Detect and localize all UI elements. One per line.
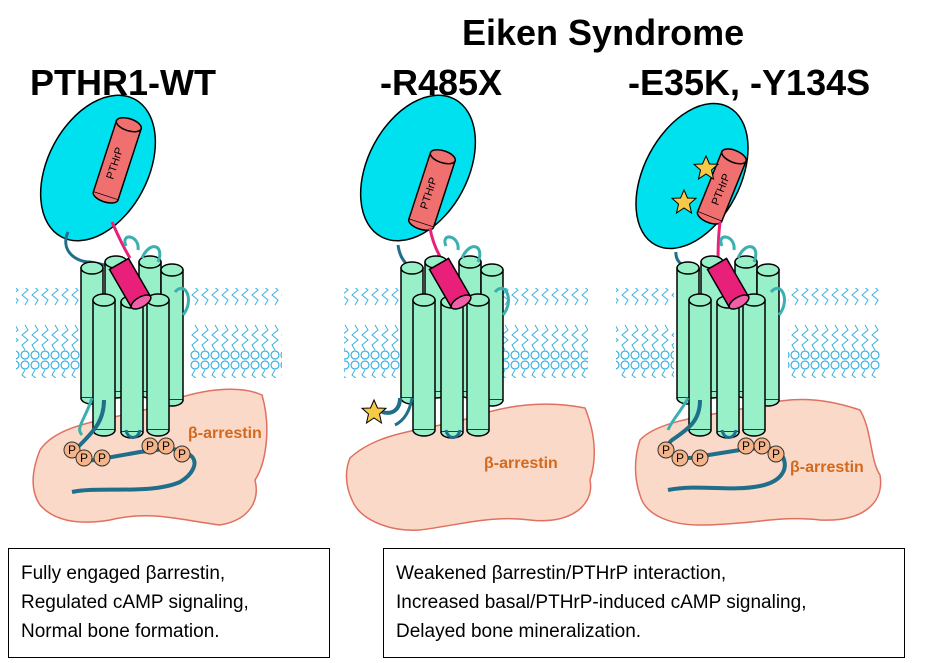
svg-text:P: P [662, 443, 670, 457]
svg-text:P: P [80, 451, 88, 465]
svg-text:P: P [742, 439, 750, 453]
ecd-domain [613, 85, 771, 268]
svg-text:P: P [676, 451, 684, 465]
panel-r485x: PTHrP β-arrestin [337, 76, 594, 531]
arrestin-label: β-arrestin [188, 425, 262, 442]
arrestin-label: β-arrestin [790, 459, 864, 476]
svg-text:P: P [178, 447, 186, 461]
panel-e35k-y134s: PTHrP P P P P P P β-arrestin [613, 85, 881, 525]
pink-linker [112, 222, 130, 258]
mutation-star-icon [362, 400, 386, 423]
arrestin-label: β-arrestin [484, 455, 558, 472]
panel-wt: PTHrP P P P P P P [16, 76, 282, 525]
membrane-left [344, 288, 402, 378]
svg-text:P: P [162, 439, 170, 453]
wt-summary-line: Normal bone formation. [21, 617, 317, 646]
membrane-right [190, 288, 282, 378]
wt-summary-box: Fully engaged βarrestin, Regulated cAMP … [8, 548, 330, 658]
eiken-summary-box: Weakened βarrestin/PTHrP interaction, In… [383, 548, 905, 658]
membrane-right [788, 288, 880, 378]
membrane-left [16, 288, 86, 378]
eiken-summary-line: Increased basal/PTHrP-induced cAMP signa… [396, 588, 892, 617]
wt-summary-line: Regulated cAMP signaling, [21, 588, 317, 617]
eiken-summary-line: Delayed bone mineralization. [396, 617, 892, 646]
eiken-summary-line: Weakened βarrestin/PTHrP interaction, [396, 559, 892, 588]
wt-summary-line: Fully engaged βarrestin, [21, 559, 317, 588]
ecd-domain [17, 76, 179, 261]
svg-text:P: P [758, 439, 766, 453]
svg-text:P: P [696, 451, 704, 465]
ecd-domain [337, 76, 499, 261]
membrane-left [616, 288, 674, 378]
svg-text:P: P [772, 447, 780, 461]
truncated-c-tail [382, 398, 400, 413]
svg-text:P: P [146, 439, 154, 453]
svg-text:P: P [68, 443, 76, 457]
svg-text:P: P [98, 451, 106, 465]
